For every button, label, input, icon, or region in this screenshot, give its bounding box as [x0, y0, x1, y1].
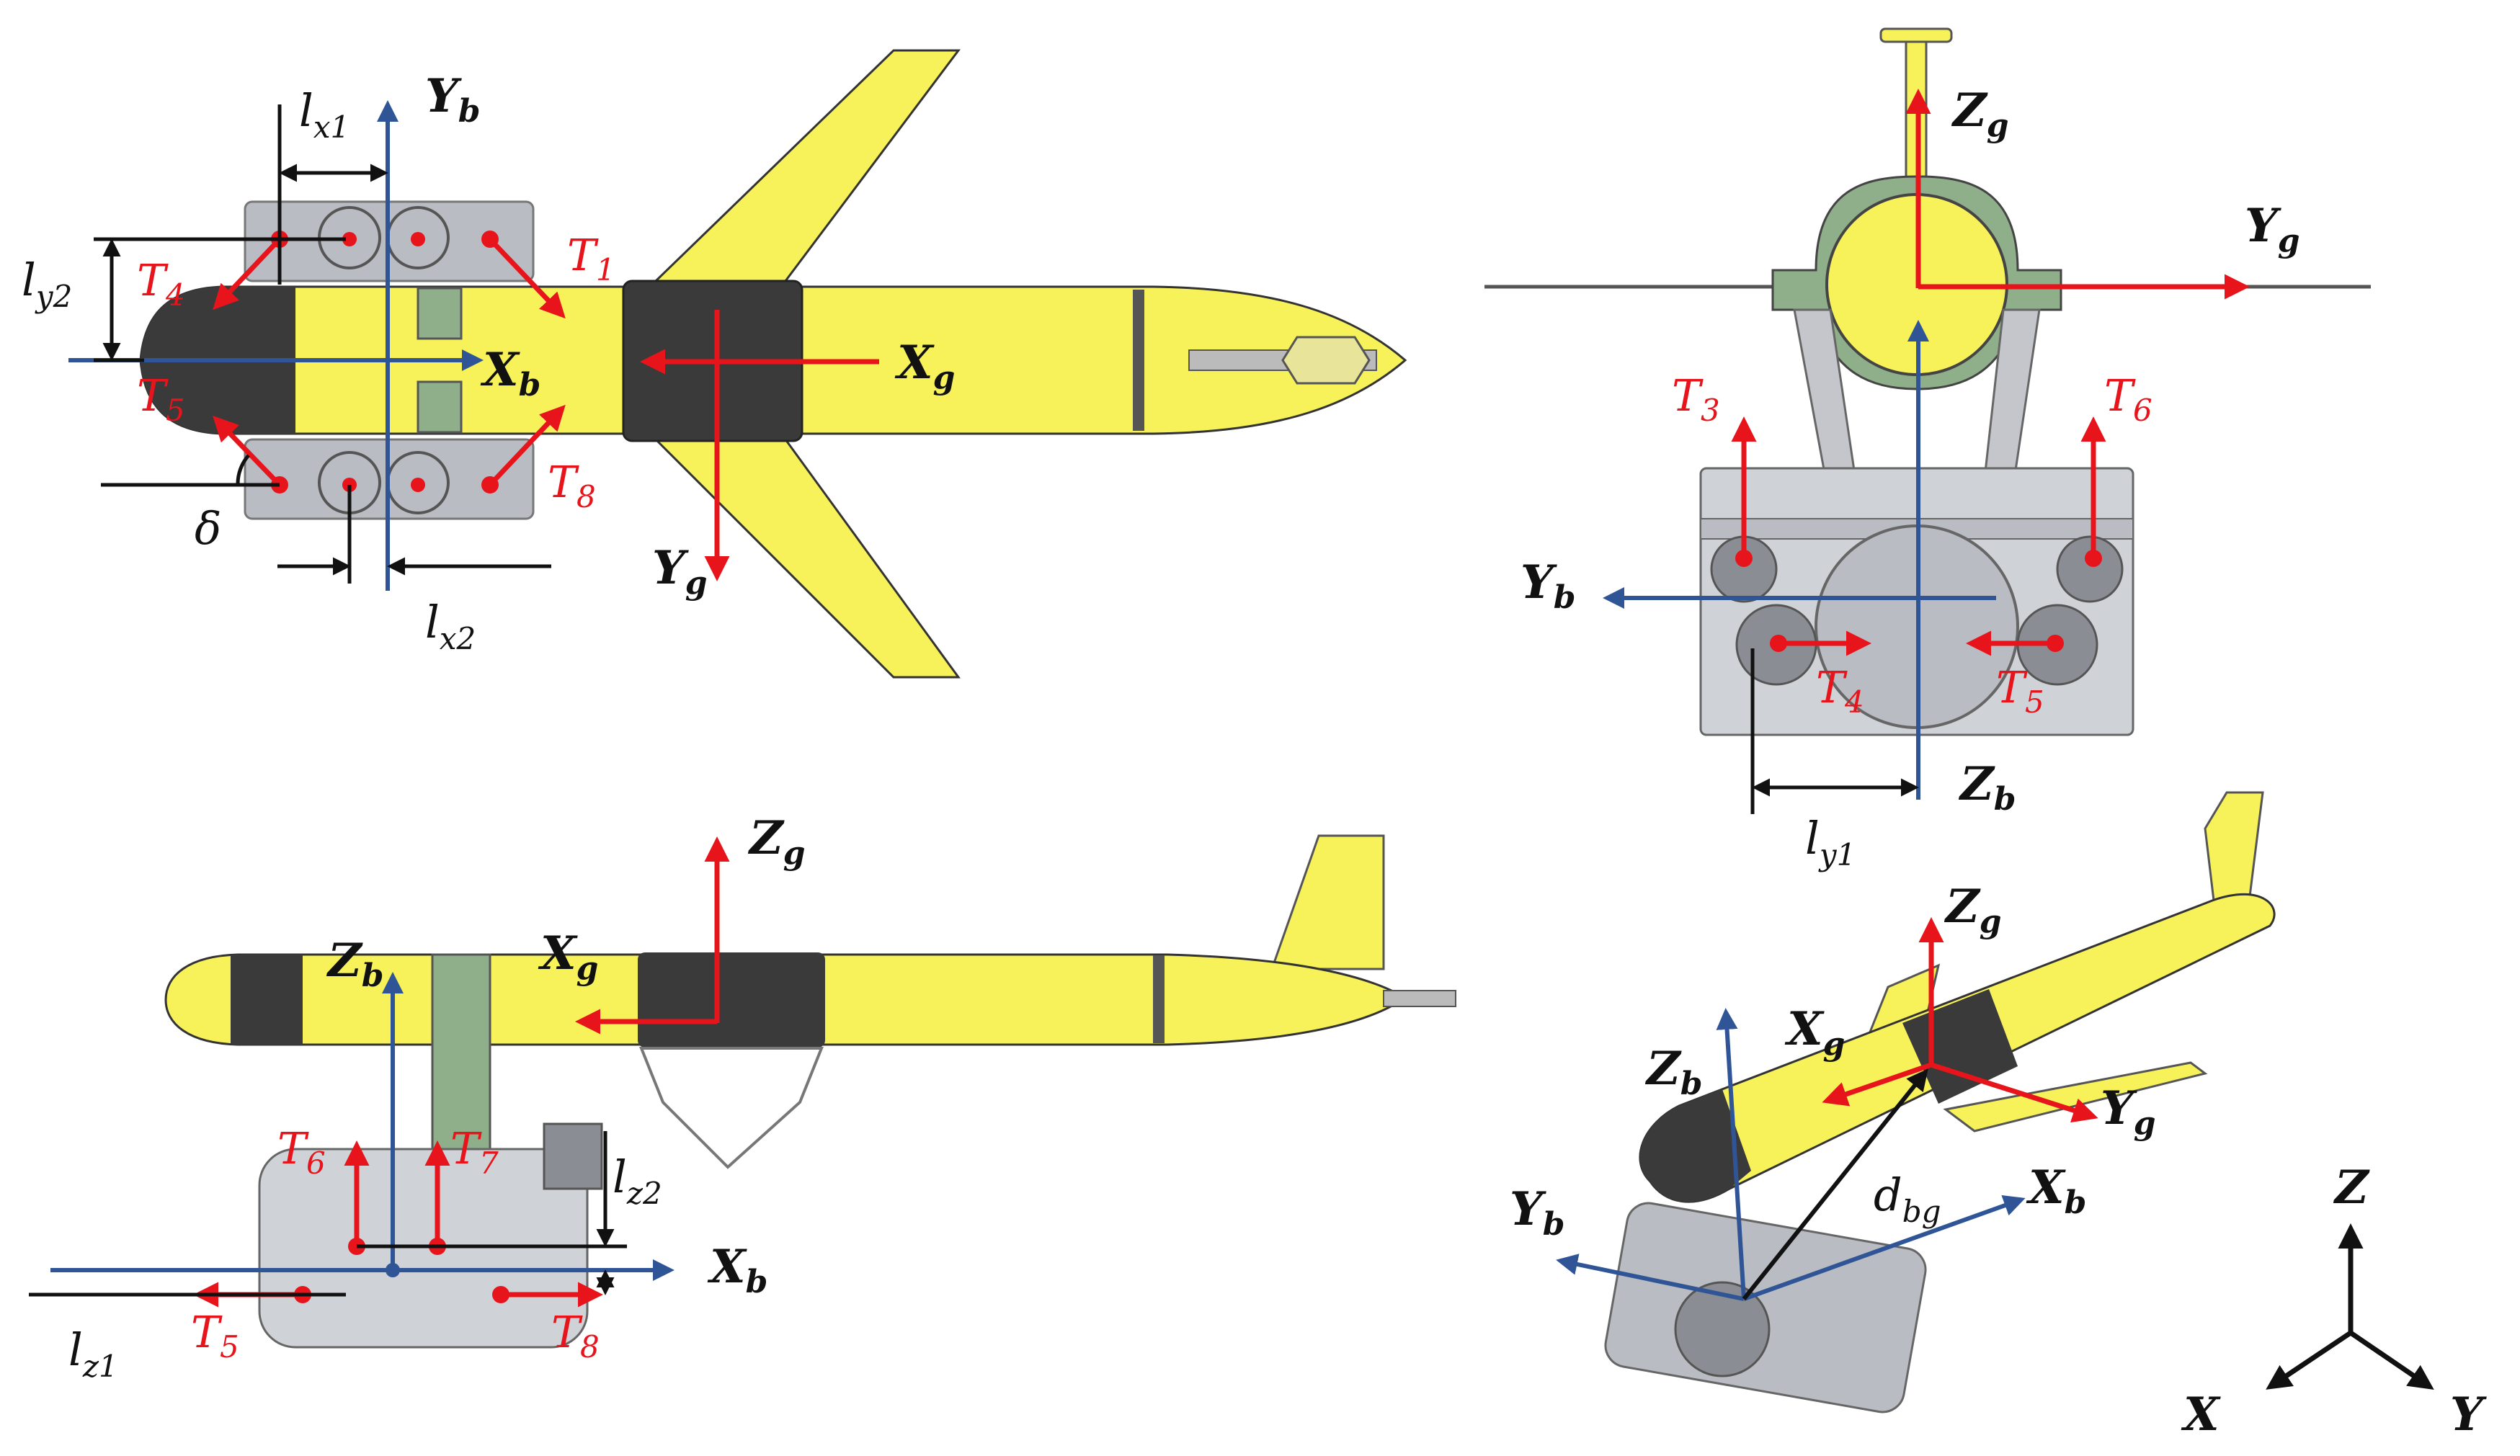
- side-view-origin: [386, 1263, 400, 1277]
- front-view-zg-label: Zg: [1951, 84, 2008, 144]
- top-view: Yb Xb Xg Yg T1 T4 T5 T8 lx1 ly2 δ lx2: [22, 49, 1407, 679]
- side-view: Zg Xg Zb Xb T6 T7 T5 T8 lz1 lz2: [29, 811, 1456, 1384]
- lx2-label: lx2: [425, 596, 476, 656]
- t1-thruster-point: [481, 231, 499, 248]
- front-t4-point: [1770, 635, 1787, 652]
- thruster-point: [342, 232, 357, 246]
- ly1-label: ly1: [1805, 812, 1856, 872]
- top-view-yb-label: Yb: [425, 69, 480, 130]
- iso-view-payload: [1674, 1281, 1771, 1377]
- t5-label: T5: [137, 371, 185, 428]
- top-view-wing-upper: [653, 49, 961, 282]
- side-t8-label: T8: [551, 1308, 600, 1365]
- lz2-label: lz2: [613, 1151, 662, 1211]
- top-view-tail-band: [1133, 290, 1144, 431]
- side-view-nose-band: [231, 955, 303, 1045]
- iso-view-xb-axis: [1742, 1194, 2026, 1301]
- side-view-zb-label: Zb: [326, 934, 383, 994]
- lz1-label: lz1: [68, 1323, 118, 1384]
- iso-view-frame: [1604, 1202, 1927, 1413]
- isometric-view: Zg Xg Yg Zb Yb Xb dbg: [1510, 791, 2276, 1413]
- front-view-tail-fin-top: [1879, 27, 1953, 43]
- t1-label: T1: [567, 231, 615, 287]
- side-view-zg-label: Zg: [747, 811, 805, 872]
- t4-label: T4: [137, 256, 185, 313]
- front-view-thruster-t6: [2056, 535, 2124, 603]
- side-t8-point: [492, 1286, 509, 1303]
- front-view-yb-label: Yb: [1521, 555, 1575, 616]
- iso-view-dbg-vector: [1742, 1068, 1928, 1300]
- side-t5-label: T5: [191, 1308, 239, 1365]
- iso-view-xg-label: Xg: [1784, 1002, 1845, 1063]
- side-view-payload-hanger: [639, 1047, 824, 1169]
- t8-thruster-point: [481, 476, 499, 493]
- t1-force-arrow: [488, 237, 566, 319]
- t8-label: T8: [548, 457, 596, 514]
- top-view-wing-lower: [653, 438, 961, 679]
- side-view-thruster-unit: [543, 1122, 603, 1190]
- iso-view-yb-axis: [1556, 1254, 1745, 1301]
- delta-label: δ: [195, 502, 221, 555]
- thruster-point: [411, 232, 425, 246]
- side-t6-label: T6: [277, 1124, 326, 1181]
- t5-force-arrow: [213, 415, 282, 487]
- front-t3-label: T3: [1672, 371, 1720, 428]
- global-frame-triad: Z X Y: [2181, 1161, 2487, 1442]
- t8-force-arrow: [488, 404, 566, 487]
- iso-view-nose-band: [1639, 1089, 1751, 1202]
- side-view-arm: [431, 953, 491, 1151]
- global-y-axis: [2349, 1331, 2434, 1390]
- top-view-xb-label: Xb: [480, 343, 540, 403]
- front-t5-label: T5: [1996, 663, 2044, 720]
- delta-angle-arc: [236, 454, 250, 486]
- top-view-xg-label: Xg: [894, 336, 955, 396]
- front-view: Zg Yg Yb Zb T3 T6 T4 T5 ly1: [1484, 27, 2371, 872]
- iso-view-wing-right: [1943, 1061, 2208, 1133]
- global-z-label: Z: [2333, 1161, 2370, 1215]
- front-t5-point: [2047, 635, 2064, 652]
- top-view-yg-label: Yg: [652, 541, 707, 602]
- top-view-arm-upper: [417, 287, 463, 340]
- lx1-label: lx1: [299, 84, 349, 145]
- iso-view-yg-axis: [1930, 1062, 2098, 1123]
- side-view-tail-fin: [1270, 834, 1385, 970]
- front-t3-point: [1735, 550, 1753, 567]
- front-view-yg-label: Yg: [2245, 199, 2299, 259]
- top-view-arm-lower: [417, 380, 463, 434]
- side-view-antenna: [1383, 990, 1456, 1007]
- front-t4-label: T4: [1816, 663, 1864, 720]
- thruster-point: [411, 478, 425, 492]
- ly2-label: ly2: [22, 254, 72, 314]
- t4-force-arrow: [213, 237, 282, 311]
- iso-view-yg-label: Yg: [2101, 1081, 2155, 1142]
- iso-view-xb-label: Xb: [2026, 1161, 2086, 1221]
- top-view-antenna-tip: [1281, 336, 1371, 385]
- front-view-zb-label: Zb: [1958, 757, 2016, 818]
- global-y-label: Y: [2450, 1388, 2487, 1442]
- side-view-xg-label: Xg: [538, 926, 598, 987]
- iso-view-yb-label: Yb: [1510, 1182, 1564, 1243]
- iso-view-zg-label: Zg: [1944, 880, 2001, 940]
- dbg-label: dbg: [1874, 1169, 1941, 1229]
- side-t7-label: T7: [450, 1124, 499, 1181]
- side-view-tail-band: [1153, 955, 1165, 1043]
- front-t6-label: T6: [2104, 371, 2152, 428]
- front-t6-point: [2085, 550, 2102, 567]
- side-view-xb-label: Xb: [707, 1240, 767, 1300]
- side-view-mid-band: [638, 952, 825, 1048]
- iso-view-zb-axis: [1716, 1008, 1746, 1300]
- global-x-axis: [2266, 1331, 2352, 1390]
- iso-view-zb-label: Zb: [1644, 1042, 1702, 1102]
- global-x-label: X: [2181, 1388, 2221, 1442]
